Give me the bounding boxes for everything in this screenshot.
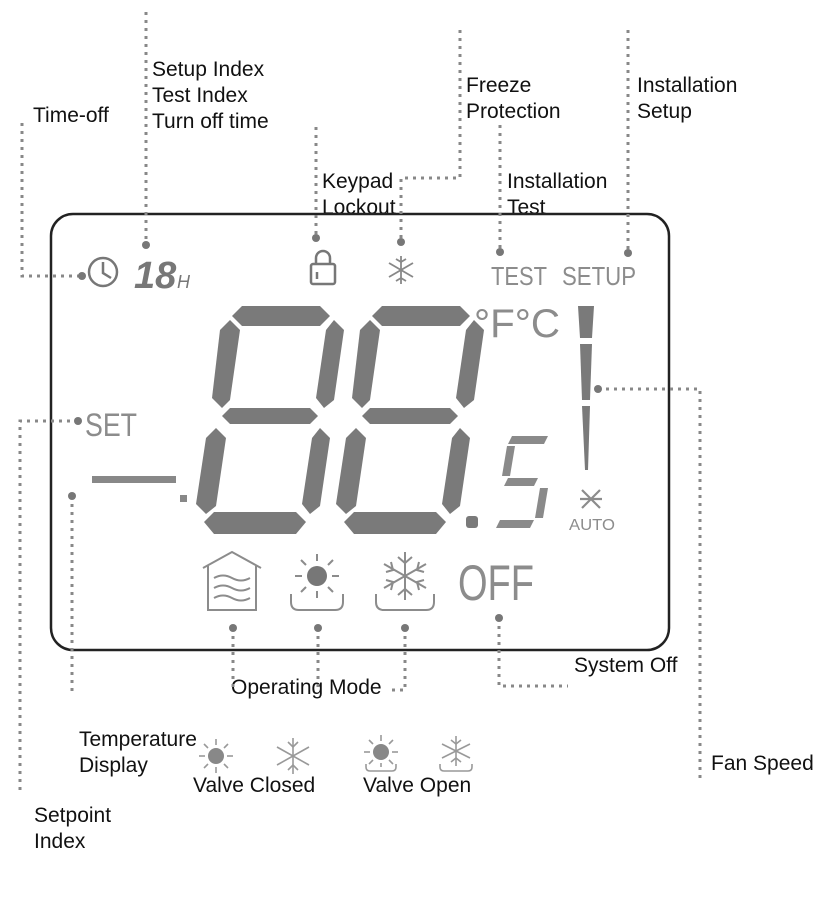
label-valve-closed: Valve Closed: [193, 774, 316, 797]
leader-set: [18, 419, 78, 790]
temperature-units: °F°C: [474, 302, 560, 346]
leader-time-off: [20, 123, 82, 278]
leader-snow: [389, 628, 407, 692]
lcd-frame: [49, 212, 671, 652]
leader-lines: [18, 12, 702, 790]
fan-speed-bars: [578, 306, 594, 470]
minus-segment: [92, 476, 176, 483]
decimal-point-main: [466, 516, 478, 528]
decimal-point-left: [180, 495, 187, 502]
off-indicator: OFF: [458, 555, 534, 611]
valve-closed-snowflake-icon: [276, 738, 310, 774]
timer-unit: H: [177, 272, 191, 292]
set-indicator: SET: [85, 407, 137, 443]
auto-indicator: AUTO: [569, 517, 615, 534]
lock-icon: [309, 249, 337, 286]
setup-indicator: SETUP: [562, 261, 636, 291]
label-system-off: System Off: [574, 654, 678, 677]
leader-fan: [598, 387, 702, 780]
leader-freeze: [399, 30, 462, 242]
label-valve-open: Valve Open: [363, 774, 472, 797]
label-operating-mode: Operating Mode: [231, 676, 382, 699]
main-digit-2: [336, 306, 484, 534]
decimal-digit: [496, 436, 548, 528]
clock-icon: [87, 256, 119, 288]
valve-open-snowflake-icon: [439, 736, 473, 772]
label-time-off: Time-off: [33, 104, 109, 127]
valve-open-sun-icon: [364, 735, 398, 772]
leader-endpoints: [68, 234, 632, 632]
timer-digits: 18: [134, 255, 177, 297]
freeze-snowflake-icon: [388, 256, 414, 284]
heat-house-icon: [202, 550, 262, 611]
label-fan-speed: Fan Speed: [711, 752, 814, 775]
snowflake-mode-icon: [375, 552, 435, 611]
fan-icon: [580, 489, 602, 509]
leader-off: [497, 618, 568, 688]
test-indicator: TEST: [491, 261, 547, 291]
valve-closed-sun-icon: [199, 739, 233, 773]
main-digit-1: [196, 306, 344, 534]
sun-mode-icon: [290, 554, 344, 611]
lcd-graphic: 18 H TEST SETUP °F°C SET: [18, 12, 702, 790]
